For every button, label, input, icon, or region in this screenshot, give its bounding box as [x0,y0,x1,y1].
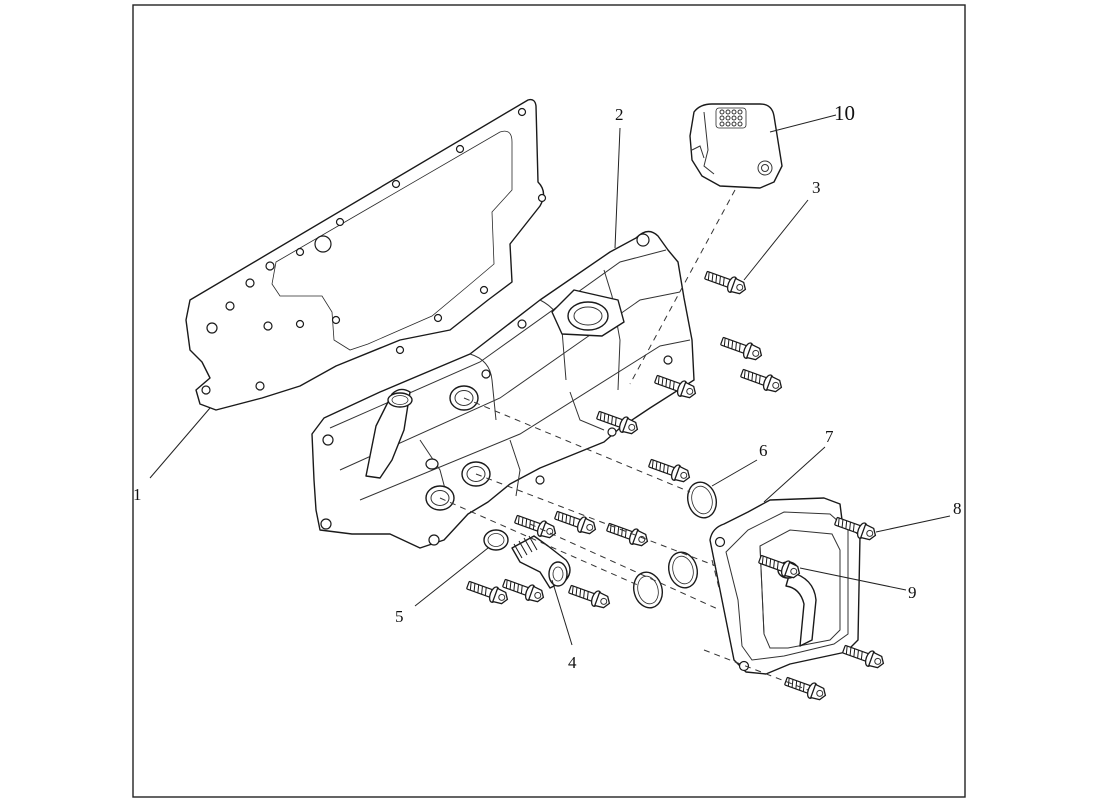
housing-part-2 [311,230,695,549]
callout-8: 8 [953,499,962,518]
cover-vent-grid [715,107,747,129]
assembly-lines [439,189,809,691]
o-ring-lower-b [632,571,664,609]
callout-5: 5 [395,607,404,626]
bolt [718,332,765,364]
bolt [604,518,651,550]
bolt [500,574,547,606]
callout-10: 10 [834,101,855,125]
bolt-part-3 [702,266,749,298]
seal-ring-part-5 [483,529,509,551]
bolt [782,672,829,704]
callout-3: 3 [812,178,821,197]
bolt [840,640,887,672]
bolt [552,506,599,538]
callout-labels: 1 2 3 4 5 6 7 8 9 10 [133,101,962,672]
bolt [566,580,613,612]
drawing-frame [132,4,966,798]
fitting-part-4 [511,535,571,589]
callout-4: 4 [568,653,577,672]
cover-cap-part-10 [689,103,783,189]
bolt [646,454,693,486]
callout-9: 9 [908,583,917,602]
callout-2: 2 [615,105,624,124]
bolt [738,364,785,396]
o-ring-lower-a [667,551,699,589]
leader-lines [149,114,951,646]
gasket-part-1 [185,98,547,411]
bolt [464,576,511,608]
callout-6: 6 [759,441,768,460]
callout-1: 1 [133,485,142,504]
callout-7: 7 [825,427,834,446]
o-ring-part-6 [686,481,718,519]
